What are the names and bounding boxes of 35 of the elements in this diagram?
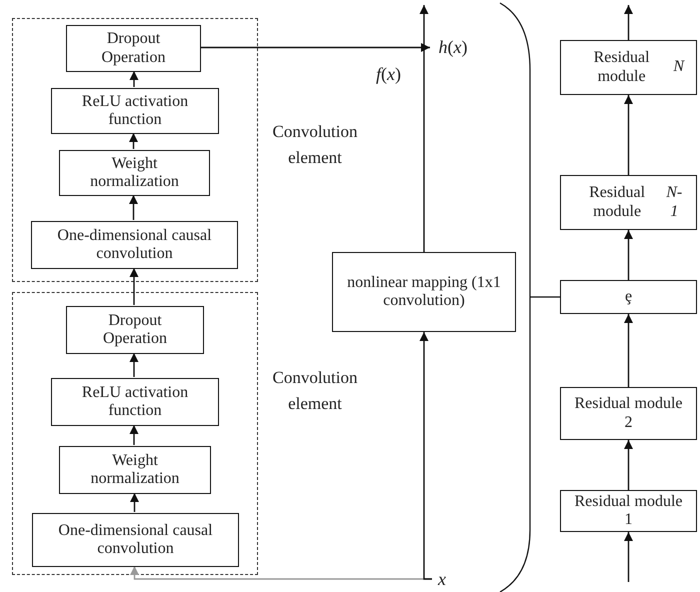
process-box: One-dimensional causal convolution — [31, 221, 238, 269]
arrow — [130, 425, 138, 445]
process-box: Residual module N-1 — [560, 175, 697, 230]
process-box: One-dimensional causal convolution — [32, 513, 239, 567]
group-title: Convolution element — [271, 367, 358, 414]
arrow — [624, 5, 633, 40]
arrow — [420, 5, 428, 252]
arrow — [129, 133, 138, 149]
arrow — [130, 493, 139, 512]
process-box: Dropout Operation — [66, 306, 204, 354]
process-box: Residual module 1 — [560, 490, 697, 532]
edge-label: f(x) — [376, 64, 402, 85]
arrow — [130, 268, 138, 305]
process-box: nonlinear mapping (1x1 convolution) — [332, 252, 516, 332]
arrow — [200, 43, 430, 52]
process-box: Residual module 2 — [560, 387, 697, 440]
arrow — [130, 353, 138, 377]
process-box: Dropout Operation — [66, 25, 201, 72]
process-box: ReLU activation function — [51, 378, 219, 426]
arrow — [130, 71, 138, 87]
process-box: Weight normalization — [59, 446, 211, 494]
arrow — [624, 532, 633, 582]
process-box: Residual module N — [560, 40, 697, 95]
process-box: ȩ — [560, 280, 697, 314]
arrow — [624, 314, 633, 387]
output-label: h(x) — [430, 33, 476, 61]
arrow — [129, 195, 138, 220]
arrow — [420, 332, 432, 580]
arrow — [624, 230, 633, 280]
group-title: Convolution element — [271, 121, 358, 168]
process-box: Weight normalization — [59, 150, 210, 196]
arrow — [624, 95, 633, 175]
process-box: ReLU activation function — [51, 88, 219, 134]
arrow — [624, 440, 633, 490]
input-label: x — [432, 568, 452, 590]
